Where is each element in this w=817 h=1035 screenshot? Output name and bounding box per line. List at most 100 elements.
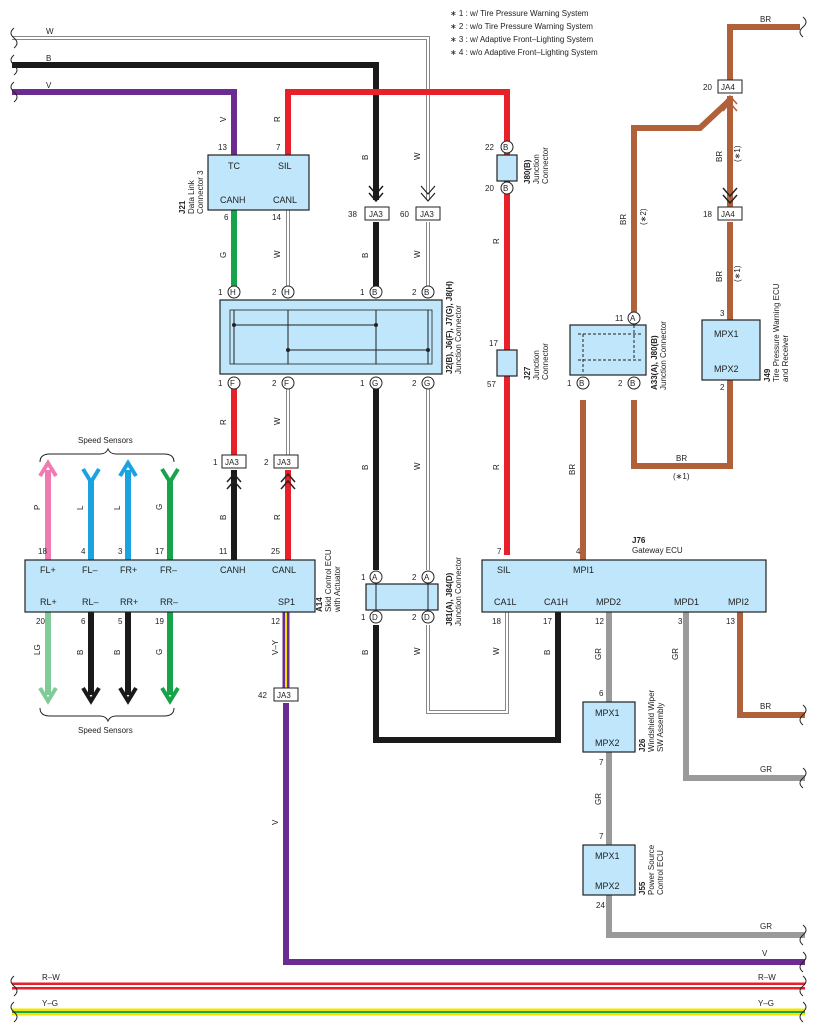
j55-code: J55 bbox=[638, 881, 647, 895]
lbl-o1-loop: (∗1) bbox=[673, 472, 690, 481]
jc-pin-b1: B bbox=[372, 288, 377, 297]
lbl-yg-left: Y–G bbox=[42, 999, 58, 1008]
j21-name2: Connector 3 bbox=[196, 170, 205, 214]
j76-pin-mpi1: MPI1 bbox=[573, 565, 594, 575]
lbl-v-right: V bbox=[762, 949, 768, 958]
lbl-yg-right: Y–G bbox=[758, 999, 774, 1008]
a14-code: A14 bbox=[315, 597, 324, 612]
lbl-rw-right: R–W bbox=[758, 973, 776, 982]
jc-main-bottom-pins: F1 F2 G1 G2 bbox=[218, 376, 435, 390]
a14-skid-control-ecu: FL+ FL– FR+ FR– CANH CANL 18 4 3 17 11 2… bbox=[24, 547, 342, 626]
j76-num-7: 7 bbox=[497, 547, 502, 556]
j21-data-link-connector: TC SIL CANH CANL 13 7 6 14 J21 Data Link… bbox=[178, 143, 310, 222]
ja4-18-num: 18 bbox=[703, 210, 712, 219]
a33-pin-b1: B bbox=[579, 379, 584, 388]
j21-num-7: 7 bbox=[276, 143, 281, 152]
j81-junction-connector: A1 A2 D1 D2 J81(A), J84(D) Junction Conn… bbox=[361, 557, 463, 626]
j81-num-a2: 2 bbox=[412, 573, 417, 582]
wire-v-sp1-out bbox=[283, 703, 805, 965]
ja3-38-60: JA3 38 JA3 60 bbox=[348, 206, 441, 221]
lbl-br-o2: BR bbox=[619, 214, 628, 225]
j76-num-12: 12 bbox=[595, 617, 604, 626]
lbl-r-j27: R bbox=[492, 464, 501, 470]
wire-labels: W B V V R B W G W B W R R R W B R B W B … bbox=[33, 15, 776, 1008]
j26-num-6: 6 bbox=[599, 689, 604, 698]
wire-b-ca1h bbox=[373, 612, 561, 743]
lbl-gr-j26: GR bbox=[594, 793, 603, 805]
lbl-lg: LG bbox=[33, 644, 42, 655]
wire-br-top bbox=[727, 24, 800, 80]
j81-pin-a1: A bbox=[372, 573, 378, 582]
wire-gr-mpd1 bbox=[683, 612, 805, 781]
lbl-b-d1: B bbox=[361, 650, 370, 655]
lbl-w-ca1l: W bbox=[492, 647, 501, 655]
lbl-r-canl: R bbox=[273, 514, 282, 520]
ja3-1-label: JA3 bbox=[225, 458, 239, 467]
j76-gateway-ecu: J76 Gateway ECU SIL MPI1 7 4 CA1L CA1H M… bbox=[481, 536, 767, 626]
j21-num-6: 6 bbox=[224, 213, 229, 222]
a14-num-25: 25 bbox=[271, 547, 280, 556]
arrow-down-rl-minus bbox=[81, 686, 101, 705]
a14-pin-rrp: RR+ bbox=[120, 597, 138, 607]
wire-br-o1-loop bbox=[631, 380, 733, 469]
arrow-down-fl-minus bbox=[81, 467, 101, 486]
a33-code: A33(A), J80(B) bbox=[650, 335, 659, 390]
a14-pin-canh: CANH bbox=[220, 565, 246, 575]
a33-junction-connector: A 11 B 1 B 2 A33(A), J80(B) Junction Con… bbox=[567, 311, 668, 390]
ja3-38-num: 38 bbox=[348, 210, 357, 219]
lbl-b-canh: B bbox=[219, 515, 228, 520]
j49-pin-mpx2: MPX2 bbox=[714, 364, 739, 374]
lbl-b-rlm: B bbox=[76, 650, 85, 655]
arrow-down-rr-plus bbox=[118, 686, 138, 705]
j21-pin-sil: SIL bbox=[278, 161, 292, 171]
ja3-1-2: JA3 1 JA3 2 bbox=[213, 454, 299, 490]
lbl-gr-mpd2: GR bbox=[594, 648, 603, 660]
j80b-name2: Connector bbox=[541, 147, 550, 184]
j76-pin-ca1h: CA1H bbox=[544, 597, 568, 607]
j27-code: J27 bbox=[523, 366, 532, 380]
brace-top bbox=[39, 447, 175, 463]
a14-num-12: 12 bbox=[271, 617, 280, 626]
j76-pin-sil: SIL bbox=[497, 565, 511, 575]
lbl-w-canl2: W bbox=[273, 417, 282, 425]
lbl-b-ca1h: B bbox=[543, 650, 552, 655]
j49-name1: Tire Pressure Warning ECU bbox=[772, 283, 781, 382]
j76-num-3: 3 bbox=[678, 617, 683, 626]
lbl-br-ja4b: BR bbox=[715, 271, 724, 282]
wires bbox=[12, 24, 805, 1016]
wire-b-top bbox=[12, 62, 379, 200]
ja4-20-num: 20 bbox=[703, 83, 712, 92]
j21-num-13: 13 bbox=[218, 143, 227, 152]
a14-pin-canl: CANL bbox=[272, 565, 296, 575]
j80b-pin22: 22 bbox=[485, 143, 494, 152]
ja3-42: JA3 42 bbox=[258, 687, 299, 702]
a14-pin-sp1: SP1 bbox=[278, 597, 295, 607]
lbl-br-mpi2: BR bbox=[760, 702, 771, 711]
lbl-r-canh: R bbox=[219, 419, 228, 425]
a14-pin-frp: FR+ bbox=[120, 565, 137, 575]
wire-v-top bbox=[12, 89, 237, 155]
a14-pin-rrm: RR– bbox=[160, 597, 178, 607]
j76-name: Gateway ECU bbox=[632, 546, 683, 555]
a14-name1: Skid Control ECU bbox=[324, 549, 333, 612]
lbl-br-loop: BR bbox=[676, 454, 687, 463]
ja3-2-label: JA3 bbox=[277, 458, 291, 467]
ja3-38-label: JA3 bbox=[369, 210, 383, 219]
lbl-b-rrp: B bbox=[113, 650, 122, 655]
j21-pin-tc: TC bbox=[228, 161, 240, 171]
arrow-up-fr-plus bbox=[118, 459, 138, 478]
speed-sensors-bot-label: Speed Sensors bbox=[78, 726, 133, 735]
j76-pin-ca1l: CA1L bbox=[494, 597, 517, 607]
lbl-v-tc: V bbox=[219, 116, 228, 122]
j81-num-d1: 1 bbox=[361, 613, 366, 622]
j81-num-a1: 1 bbox=[361, 573, 366, 582]
a14-name2: with Actuator bbox=[333, 566, 342, 613]
j49-num-3: 3 bbox=[720, 309, 725, 318]
jc-pin-b2: B bbox=[424, 288, 429, 297]
j76-pin-mpi2: MPI2 bbox=[728, 597, 749, 607]
jc-num-f1: 1 bbox=[218, 379, 223, 388]
junction-connector-main: J2(B), J6(F), J7(G), J8(H) Junction Conn… bbox=[219, 281, 463, 375]
j21-pin-canh: CANH bbox=[220, 195, 246, 205]
lbl-b-top: B bbox=[46, 54, 51, 63]
j26-num-7: 7 bbox=[599, 758, 604, 767]
